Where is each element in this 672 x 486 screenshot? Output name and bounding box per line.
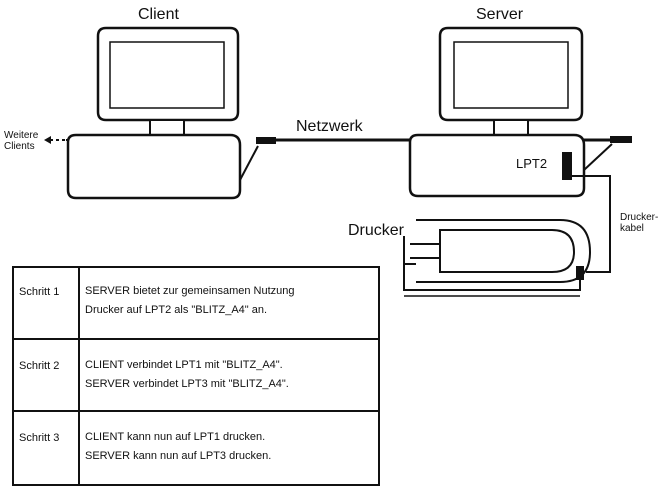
server-stand bbox=[493, 119, 529, 137]
step-line: Drucker auf LPT2 als "BLITZ_A4" an. bbox=[85, 304, 268, 316]
server-label: Server bbox=[476, 6, 524, 23]
printer-port bbox=[576, 266, 584, 280]
server-monitor bbox=[438, 26, 584, 122]
further-clients-label: Weitere Clients bbox=[4, 130, 39, 152]
printer-cable-label: Drucker- kabel bbox=[620, 212, 659, 234]
steps-table: Schritt 1 SERVER bietet zur gemeinsamen … bbox=[12, 266, 380, 486]
arrow-left-icon bbox=[44, 136, 51, 144]
step-line: CLIENT kann nun auf LPT1 drucken. bbox=[85, 431, 266, 443]
client-computer bbox=[66, 26, 276, 200]
step-line: SERVER kann nun auf LPT3 drucken. bbox=[85, 450, 272, 462]
server-network-connector bbox=[610, 136, 632, 143]
client-stand bbox=[149, 119, 185, 137]
step-row: Schritt 2 CLIENT verbindet LPT1 mit "BLI… bbox=[12, 338, 380, 412]
client-label: Client bbox=[138, 6, 179, 23]
step-label: Schritt 3 bbox=[12, 410, 80, 486]
step-text: CLIENT verbindet LPT1 mit "BLITZ_A4". SE… bbox=[78, 338, 380, 412]
client-base-unit bbox=[66, 133, 242, 200]
step-row: Schritt 3 CLIENT kann nun auf LPT1 druck… bbox=[12, 410, 380, 486]
printer-paper-tray bbox=[439, 229, 576, 273]
step-label: Schritt 2 bbox=[12, 338, 80, 412]
server-screen bbox=[453, 41, 569, 109]
step-line: CLIENT verbindet LPT1 mit "BLITZ_A4". bbox=[85, 359, 283, 371]
step-line: SERVER verbindet LPT3 mit "BLITZ_A4". bbox=[85, 378, 289, 390]
lpt2-label: LPT2 bbox=[516, 156, 548, 171]
server-base-unit bbox=[408, 133, 586, 198]
step-text: SERVER bietet zur gemeinsamen Nutzung Dr… bbox=[78, 266, 380, 340]
printer-label: Drucker bbox=[348, 222, 405, 239]
step-label: Schritt 1 bbox=[12, 266, 80, 340]
client-screen bbox=[109, 41, 225, 109]
client-monitor bbox=[96, 26, 240, 122]
server-computer bbox=[408, 26, 632, 198]
lpt2-port bbox=[562, 152, 572, 180]
network-label: Netzwerk bbox=[296, 118, 363, 135]
step-row: Schritt 1 SERVER bietet zur gemeinsamen … bbox=[12, 266, 380, 340]
step-line: SERVER bietet zur gemeinsamen Nutzung bbox=[85, 285, 295, 297]
client-network-connector bbox=[256, 137, 276, 144]
printer-cable bbox=[572, 175, 611, 273]
printer bbox=[403, 219, 592, 297]
step-text: CLIENT kann nun auf LPT1 drucken. SERVER… bbox=[78, 410, 380, 486]
network-printing-diagram bbox=[44, 26, 632, 297]
